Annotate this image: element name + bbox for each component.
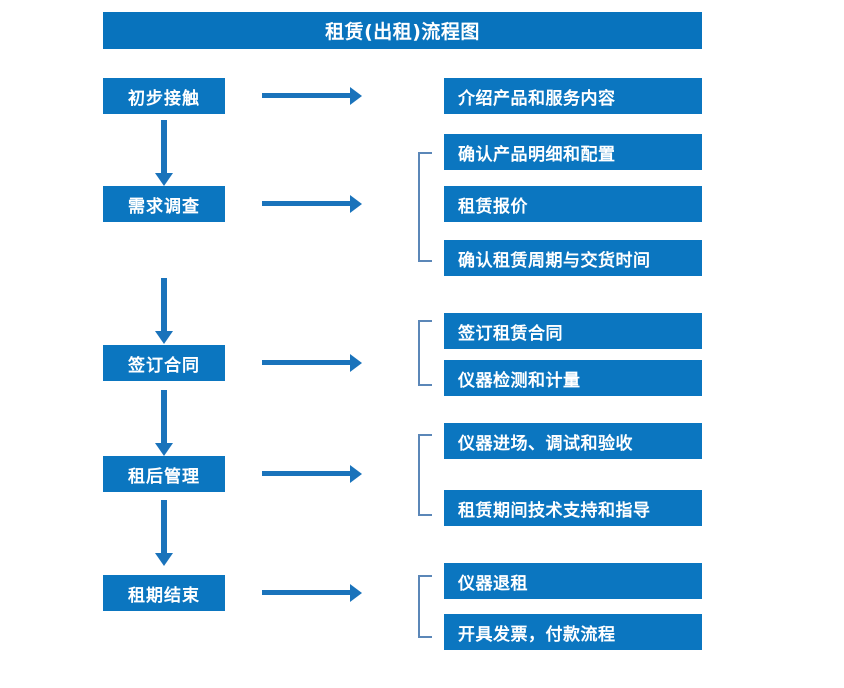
detail-box-2-3[interactable]: 确认租赁周期与交货时间 [444,240,702,276]
arrow-shaft [262,201,350,206]
detail-box-3-2[interactable]: 仪器检测和计量 [444,360,702,396]
stage-label-5: 租期结束 [128,585,200,606]
detail-label: 仪器退租 [458,573,528,594]
detail-label: 确认租赁周期与交货时间 [458,250,651,271]
group-bracket-5 [418,575,432,638]
arrow-right-icon-4 [262,465,362,483]
detail-box-5-2[interactable]: 开具发票，付款流程 [444,614,702,650]
arrow-head [350,195,362,213]
stage-label-1: 初步接触 [128,88,200,109]
detail-box-1-1[interactable]: 介绍产品和服务内容 [444,78,702,114]
arrow-right-icon-1 [262,87,362,105]
stage-box-3[interactable]: 签订合同 [103,345,225,381]
arrow-head [155,443,173,456]
diagram-title: 租赁(出租)流程图 [103,12,702,49]
detail-label: 租赁期间技术支持和指导 [458,500,651,521]
stage-box-5[interactable]: 租期结束 [103,575,225,611]
group-bracket-2 [418,152,432,262]
detail-box-3-1[interactable]: 签订租赁合同 [444,313,702,349]
group-bracket-3 [418,320,432,386]
detail-label: 介绍产品和服务内容 [458,88,616,109]
detail-label: 租赁报价 [458,196,528,217]
detail-box-4-1[interactable]: 仪器进场、调试和验收 [444,423,702,459]
arrow-right-icon-3 [262,354,362,372]
detail-label: 签订租赁合同 [458,323,563,344]
arrow-shaft [161,390,167,443]
stage-box-1[interactable]: 初步接触 [103,78,225,114]
arrow-shaft [262,471,350,476]
arrow-head [350,465,362,483]
arrow-shaft [161,120,167,173]
arrow-right-icon-2 [262,195,362,213]
arrow-head [155,331,173,344]
flow-connector-down-1 [155,120,173,186]
stage-label-4: 租后管理 [128,466,200,487]
stage-label-3: 签订合同 [128,355,200,376]
flow-connector-down-4 [155,500,173,566]
stage-label-2: 需求调查 [128,196,200,217]
arrow-head [350,354,362,372]
arrow-head [350,584,362,602]
detail-label: 仪器进场、调试和验收 [458,433,633,454]
detail-box-5-1[interactable]: 仪器退租 [444,563,702,599]
detail-label: 开具发票，付款流程 [458,624,616,645]
arrow-shaft [262,360,350,365]
arrow-head [155,553,173,566]
stage-box-4[interactable]: 租后管理 [103,456,225,492]
arrow-right-icon-5 [262,584,362,602]
flow-connector-down-2 [155,278,173,344]
arrow-head [350,87,362,105]
detail-label: 确认产品明细和配置 [458,144,616,165]
detail-label: 仪器检测和计量 [458,370,581,391]
detail-box-2-1[interactable]: 确认产品明细和配置 [444,134,702,170]
arrow-shaft [262,590,350,595]
flow-connector-down-3 [155,390,173,456]
stage-box-2[interactable]: 需求调查 [103,186,225,222]
detail-box-2-2[interactable]: 租赁报价 [444,186,702,222]
arrow-shaft [161,278,167,331]
detail-box-4-2[interactable]: 租赁期间技术支持和指导 [444,490,702,526]
arrow-shaft [262,93,350,98]
arrow-shaft [161,500,167,553]
arrow-head [155,173,173,186]
group-bracket-4 [418,434,432,516]
